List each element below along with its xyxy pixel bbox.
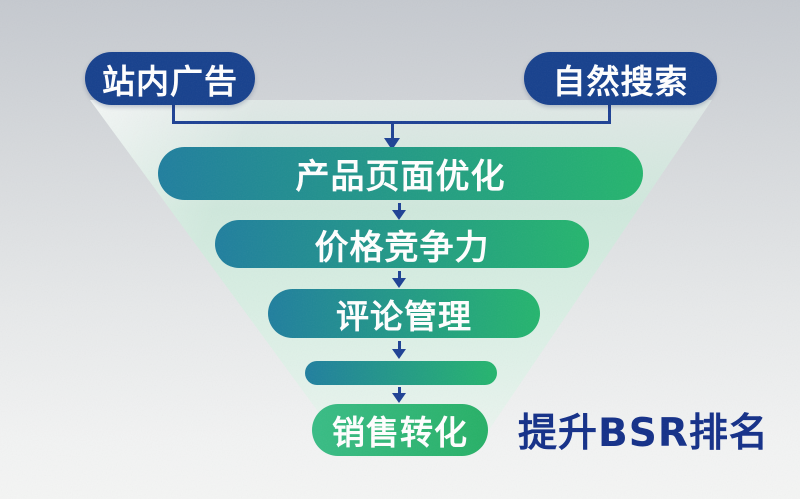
source-pill-organic-search: 自然搜索: [524, 52, 717, 105]
arrow-stem: [390, 124, 394, 138]
outcome-headline: 提升BSR排名: [518, 404, 769, 456]
arrow-head: [392, 210, 406, 220]
arrow-head: [392, 393, 406, 403]
arrow-stem: [397, 203, 401, 210]
source-pill-label: 站内广告: [102, 61, 238, 101]
arrow-down-icon: [392, 341, 406, 359]
stage-pill-label: 评论管理: [336, 296, 472, 336]
stage-pill-spacer: [305, 361, 497, 385]
stage-pill-sales-conversion: 销售转化: [312, 404, 488, 456]
arrow-head: [392, 349, 406, 359]
arrow-stem: [397, 341, 401, 349]
stage-pill-label: 销售转化: [332, 413, 468, 452]
source-pill-onsite-ads: 站内广告: [85, 52, 255, 105]
outcome-label: 提升BSR排名: [518, 411, 769, 456]
stage-pill-price-competitiveness: 价格竞争力: [215, 220, 589, 268]
arrow-down-icon: [392, 203, 406, 220]
stage-pill-product-page-optimization: 产品页面优化: [158, 147, 643, 200]
arrow-stem: [397, 271, 401, 278]
source-pill-label: 自然搜索: [552, 61, 689, 101]
arrow-down-icon: [392, 387, 406, 403]
arrow-down-icon: [392, 271, 406, 288]
stage-pill-label: 价格竞争力: [314, 227, 490, 268]
stage-pill-review-management: 评论管理: [268, 289, 540, 338]
stage-pill-label: 产品页面优化: [295, 157, 506, 197]
arrow-head: [392, 278, 406, 288]
